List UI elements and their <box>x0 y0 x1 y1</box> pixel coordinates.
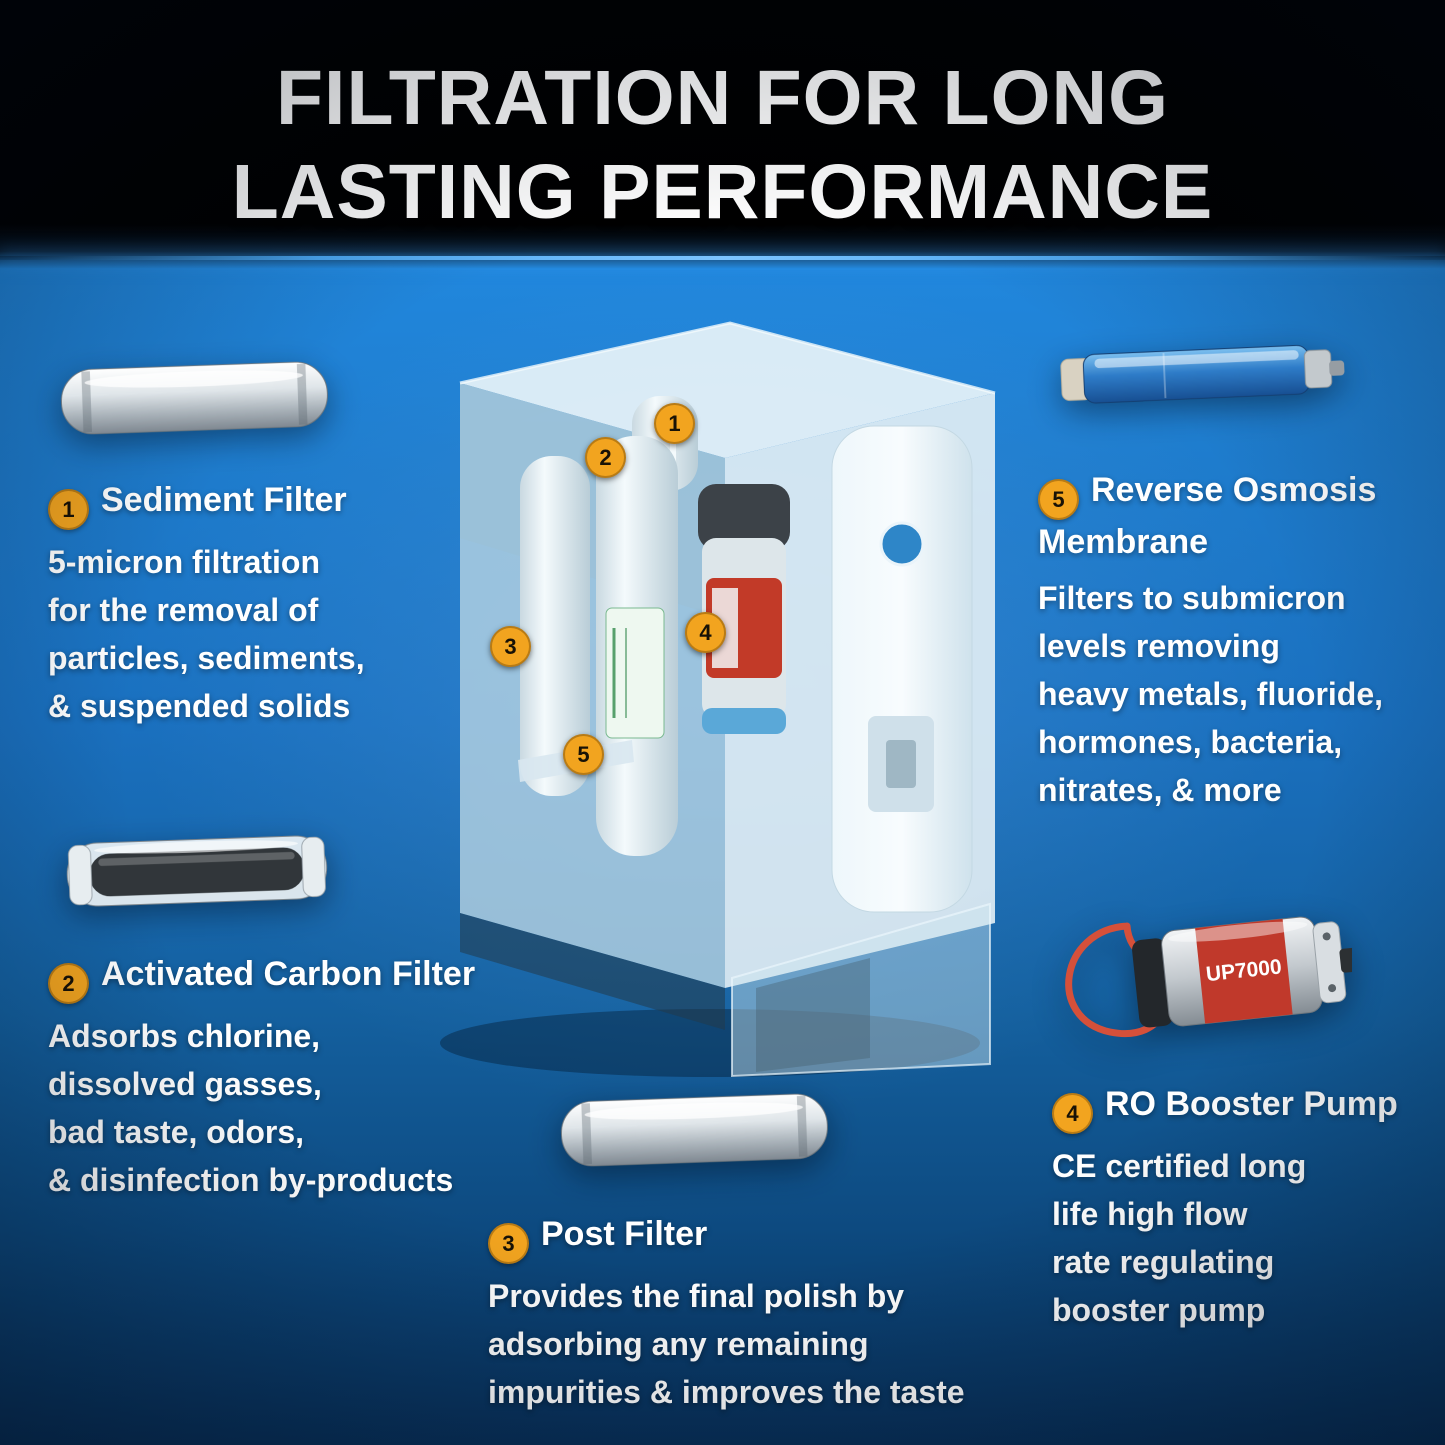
post-filter-cartridge-image <box>550 1079 838 1186</box>
post-number-badge: 3 <box>488 1223 529 1265</box>
callout-post: 3 Post Filter Provides the final polish b… <box>488 1212 988 1416</box>
page-title-line2: LASTING PERFORMANCE <box>231 148 1214 235</box>
callout-carbon: 2 Activated Carbon Filter Adsorbs chlorin… <box>48 952 528 1204</box>
callout-post-heading: 3 Post Filter <box>488 1212 988 1265</box>
carbon-number-badge: 2 <box>48 963 89 1005</box>
callout-sediment-heading: 1 Sediment Filter <box>48 478 428 531</box>
callout-carbon-heading: 2 Activated Carbon Filter <box>48 952 528 1005</box>
pump-title: RO Booster Pump <box>1105 1085 1398 1123</box>
pump-description: CE certified long life high flow rate re… <box>1052 1148 1307 1329</box>
callout-pump-heading: 4 RO Booster Pump <box>1052 1082 1422 1135</box>
sediment-title: Sediment Filter <box>101 481 347 519</box>
post-description: Provides the final polish by adsorbing a… <box>488 1278 965 1411</box>
membrane-title: Reverse Osmosis Membrane <box>1038 471 1377 562</box>
page-title-line1: FILTRATION FOR LONG <box>276 55 1169 141</box>
device-badge-3: 3 <box>490 626 531 667</box>
page-title: FILTRATION FOR LONG LASTING PERFORMANCE <box>0 52 1445 240</box>
device-badge-5: 5 <box>563 734 604 775</box>
sediment-filter-cartridge-image <box>50 347 338 454</box>
device-badge-1: 1 <box>654 403 695 444</box>
carbon-description: Adsorbs chlorine, dissolved gasses, bad … <box>48 1018 454 1199</box>
device-badge-2: 2 <box>585 437 626 478</box>
sediment-number-badge: 1 <box>48 489 89 531</box>
callout-sediment: 1 Sediment Filter 5-micron filtration for… <box>48 478 428 730</box>
device-cutaway-image <box>400 288 1020 1088</box>
membrane-description: Filters to submicron levels removing hea… <box>1038 580 1384 809</box>
blue-glow-divider <box>0 256 1445 260</box>
callout-pump: 4 RO Booster Pump CE certified long life … <box>1052 1082 1422 1334</box>
carbon-filter-cartridge-image <box>56 821 337 926</box>
pump-number-badge: 4 <box>1052 1093 1093 1135</box>
sediment-description: 5-micron filtration for the removal of p… <box>48 544 365 725</box>
carbon-title: Activated Carbon Filter <box>101 955 476 993</box>
membrane-number-badge: 5 <box>1038 479 1079 521</box>
booster-pump-image: UP7000 <box>1032 868 1358 1073</box>
post-title: Post Filter <box>541 1215 708 1253</box>
device-badge-4: 4 <box>685 612 726 653</box>
ro-membrane-image <box>1050 329 1353 422</box>
